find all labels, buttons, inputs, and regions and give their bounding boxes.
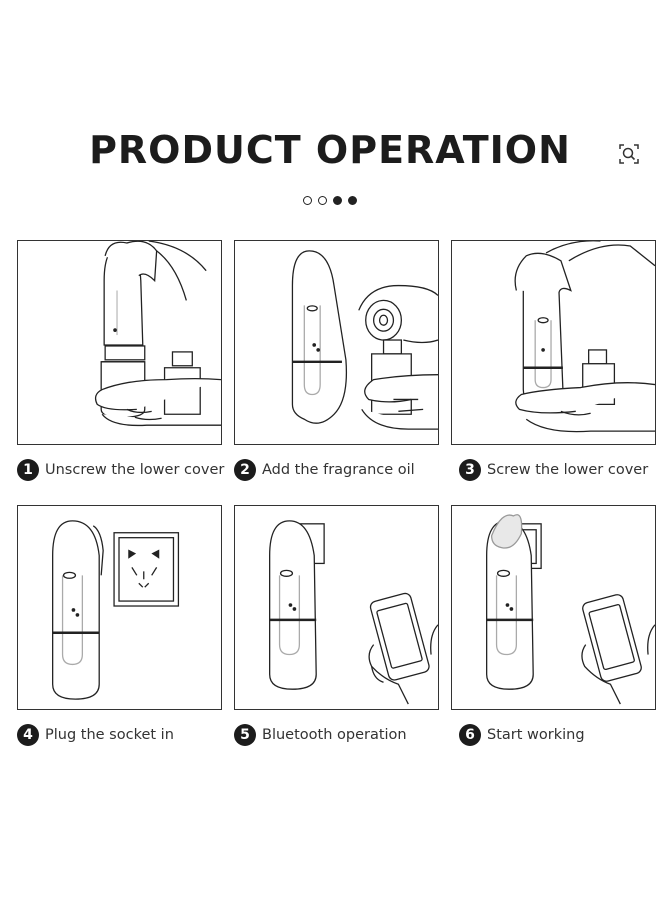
step-2-label: Add the fragrance oil	[262, 462, 415, 478]
carousel-dot-4[interactable]	[348, 196, 357, 205]
step-3-label: Screw the lower cover	[487, 462, 649, 478]
step-6-number: 6	[459, 724, 481, 746]
step-5-illustration	[234, 505, 439, 710]
step-4-illustration	[17, 505, 222, 710]
step-5-label: Bluetooth operation	[262, 727, 407, 743]
step-4-caption: 4 Plug the socket in	[17, 724, 174, 746]
step-5-caption: 5 Bluetooth operation	[234, 724, 407, 746]
step-3-caption: 3 Screw the lower cover	[459, 459, 648, 481]
step-2-number: 2	[234, 459, 256, 481]
step-2-illustration	[234, 240, 439, 445]
step-5-number: 5	[234, 724, 256, 746]
step-4-label: Plug the socket in	[45, 727, 174, 743]
carousel-dot-3[interactable]	[333, 196, 342, 205]
step-1-label: Unscrew the lower cover	[45, 462, 225, 478]
carousel-dot-1[interactable]	[303, 196, 312, 205]
step-6-caption: 6 Start working	[459, 724, 585, 746]
step-4-number: 4	[17, 724, 39, 746]
step-3-illustration	[451, 240, 656, 445]
step-2-caption: 2 Add the fragrance oil	[234, 459, 415, 481]
step-6-label: Start working	[487, 727, 585, 743]
page-title: PRODUCT OPERATION	[89, 128, 571, 172]
step-6-illustration	[451, 505, 656, 710]
step-1-number: 1	[17, 459, 39, 481]
carousel-dots	[0, 196, 660, 205]
zoom-search-icon[interactable]	[618, 143, 640, 165]
step-1-caption: 1 Unscrew the lower cover	[17, 459, 224, 481]
carousel-dot-2[interactable]	[318, 196, 327, 205]
step-3-number: 3	[459, 459, 481, 481]
step-1-illustration	[17, 240, 222, 445]
